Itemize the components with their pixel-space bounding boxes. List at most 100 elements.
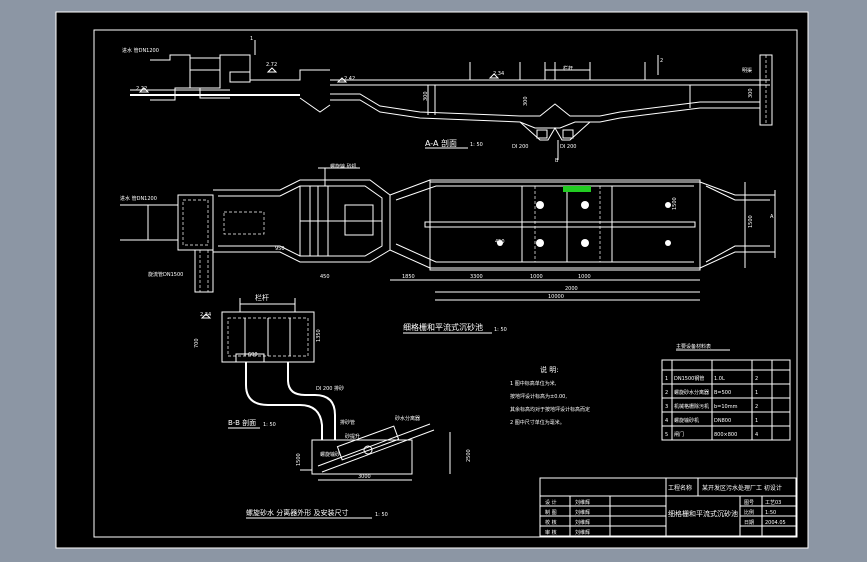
plan-dim-1850: 1850 xyxy=(402,274,415,280)
notes-line-2: 其余标高均对于按地坪设计标高而定 xyxy=(510,406,590,413)
sw-caption: 螺旋砂水 分离器外形 及安装尺寸 xyxy=(246,508,348,517)
bb-dim-600: 600 xyxy=(248,352,258,358)
section-bb: 2.34 栏杆 1350 700 600 DI 200 排砂 B-B 剖面 1:… xyxy=(194,293,344,440)
notes-line-0: 1 图中标高单位为米, xyxy=(510,380,557,387)
aa-marker-2: 2 xyxy=(660,58,663,64)
sw-label3: 砂提升 xyxy=(345,433,360,440)
aa-scale: 1: 50 xyxy=(470,142,483,148)
notes-line-3: 2 图中尺寸单位为毫米。 xyxy=(510,419,565,426)
aa-elev-mid3: 2.34 xyxy=(493,71,504,77)
materials-cell: 800×800 xyxy=(714,432,737,438)
plan-dim-10000: 10000 xyxy=(548,294,564,300)
aa-pipe-left: DI 200 xyxy=(512,144,528,150)
selected-object-highlight[interactable] xyxy=(563,186,591,192)
plan-dim-2000: 2000 xyxy=(565,286,578,292)
plan-caption: 细格栅和平流式沉砂池 xyxy=(403,322,483,332)
sw-dim-3000: 3000 xyxy=(358,474,371,480)
aa-outlet: 明渠 xyxy=(742,67,752,74)
plan-marker-b: B xyxy=(555,158,559,164)
aa-dim-v3: 300 xyxy=(748,88,754,98)
bb-caption: B-B 剖面 xyxy=(228,418,256,427)
plan-scale: 1: 50 xyxy=(494,327,507,333)
materials-cell: 2 xyxy=(665,390,668,396)
tb-right-value: 2004.05 xyxy=(765,520,786,526)
plan-dim-1000b: 1000 xyxy=(578,274,591,280)
bb-dim-1350: 1350 xyxy=(316,329,322,342)
sw-label2: 砂水分离器 xyxy=(395,415,420,422)
notes: 说 明: 1 图中标高单位为米, 按地坪设计标高为±0.00, 其余标高均对于按… xyxy=(510,365,590,426)
tb-right-value: 1:50 xyxy=(765,510,776,516)
tb-role: 校 核 xyxy=(545,519,557,526)
notes-line-1: 按地坪设计标高为±0.00, xyxy=(510,393,567,400)
aa-marker-1: 1 xyxy=(250,36,253,42)
aa-pipe-right: DI 200 xyxy=(560,144,576,150)
sw-dim-2500: 2500 xyxy=(466,449,472,462)
plan-view: 进水 管DN1200 旋流管DN1500 螺旋输 砂机 950 450 1850… xyxy=(120,158,776,334)
sw-label4: 螺旋输砂 xyxy=(320,451,340,458)
materials-cell: b=10mm xyxy=(714,404,738,410)
materials-cell: 4 xyxy=(755,432,758,438)
aa-elev-mid1: 2.72 xyxy=(266,62,277,68)
plan-dim-1500b: 1500 xyxy=(748,215,754,228)
materials-cell: 5 xyxy=(665,432,668,438)
aa-elev-left: 2.22 xyxy=(136,86,147,92)
materials-cell: 1.0L xyxy=(714,376,725,382)
materials-cell: 闸门 xyxy=(674,431,684,438)
title-block: 工程名称 某开发区污水处理厂工 初设计 细格栅和平流式沉砂池 设 计刘维辉制 图… xyxy=(539,477,797,537)
tb-name: 刘维辉 xyxy=(575,509,590,516)
tb-name: 刘维辉 xyxy=(575,499,590,506)
materials-cell: B=500 xyxy=(714,390,731,396)
materials-cell: DN800 xyxy=(714,418,731,424)
plan-dim-950: 950 xyxy=(275,246,285,252)
sw-label1: 排砂管 xyxy=(340,419,355,426)
tb-project-value: 某开发区污水处理厂工 初设计 xyxy=(702,484,782,492)
tb-project: 工程名称 xyxy=(668,484,692,492)
plan-outlet-pipe: 旋流管DN1500 xyxy=(148,271,183,278)
section-aa: 2.22 进水 管DN1200 2.72 2.42 2.34 1 2 栏杆 明渠… xyxy=(122,36,773,160)
tb-name: 刘维辉 xyxy=(575,519,590,526)
drawing-border xyxy=(93,29,798,538)
tb-role: 审 核 xyxy=(545,529,557,536)
plan-dim-450b: 450 xyxy=(495,239,505,245)
aa-railing: 栏杆 xyxy=(563,65,573,72)
sw-scale: 1: 50 xyxy=(375,512,388,518)
materials-cell: 螺旋砂水分离器 xyxy=(674,389,709,396)
bb-dim-700: 700 xyxy=(194,338,200,348)
materials-cell: 2 xyxy=(755,376,758,382)
tb-drawing-title: 细格栅和平流式沉砂池 xyxy=(668,509,738,518)
plan-top-label: 螺旋输 砂机 xyxy=(330,163,357,170)
aa-inlet-label: 进水 管DN1200 xyxy=(122,47,159,54)
materials-cell: 1 xyxy=(665,376,668,382)
tb-role: 制 图 xyxy=(545,509,557,516)
tb-name: 刘维辉 xyxy=(575,529,590,536)
plan-inlet-label: 进水 管DN1200 xyxy=(120,195,157,202)
tb-right-key: 日期 xyxy=(744,520,754,526)
materials-cell: 2 xyxy=(755,404,758,410)
materials-cell: 机械格栅除污机 xyxy=(674,403,709,410)
plan-dim-3300: 3300 xyxy=(470,274,483,280)
materials-cell: 1 xyxy=(755,418,758,424)
tb-role: 设 计 xyxy=(545,499,557,506)
bb-scale: 1: 50 xyxy=(263,422,276,428)
aa-dim-v2: 300 xyxy=(523,96,529,106)
materials-cell: 螺旋输砂机 xyxy=(674,417,699,424)
plan-marker-a: A xyxy=(770,214,774,220)
materials-title: 主要设备材料表 xyxy=(676,343,711,350)
tb-right-key: 图号 xyxy=(744,500,754,506)
sw-dim-1500: 1500 xyxy=(296,453,302,466)
aa-caption: A-A 剖面 xyxy=(425,138,457,148)
aa-elev-mid2: 2.42 xyxy=(344,76,355,82)
plan-dim-450: 450 xyxy=(320,274,330,280)
sand-washer: 排砂管 砂水分离器 砂提升 螺旋输砂 1500 3000 2500 螺旋砂水 分… xyxy=(246,415,472,519)
bb-elev: 2.34 xyxy=(200,312,211,318)
bb-railing: 栏杆 xyxy=(255,293,269,302)
plan-dim-1000a: 1000 xyxy=(530,274,543,280)
tb-right-value: 工艺03 xyxy=(765,500,781,506)
materials-cell: DN1500钢管 xyxy=(674,375,704,382)
bb-pipe: DI 200 排砂 xyxy=(316,385,344,392)
materials-cell: 1 xyxy=(755,390,758,396)
aa-dim-v1: 300 xyxy=(423,91,429,101)
